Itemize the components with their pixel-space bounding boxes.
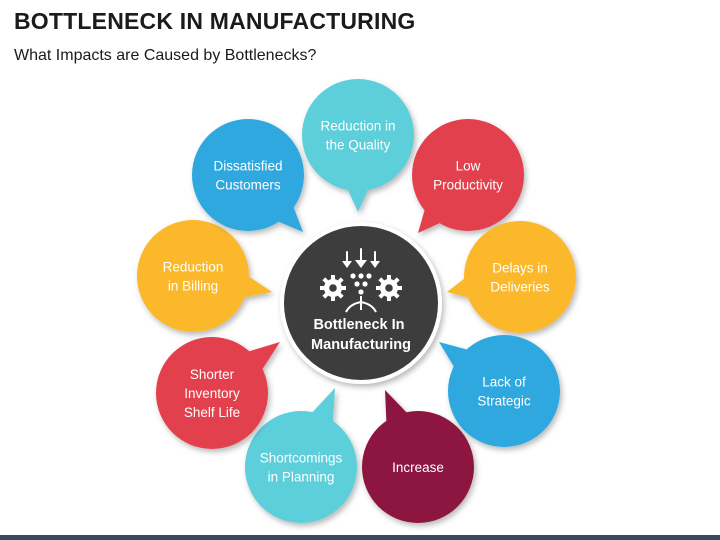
bubble-label-line: in Planning [268, 470, 335, 485]
center-node: Bottleneck In Manufacturing [280, 222, 442, 384]
center-label-line: Manufacturing [311, 337, 411, 353]
bubble-label: Reduction in Billing [163, 260, 224, 294]
bubble-label-line: the Quality [326, 138, 391, 153]
page-subtitle: What Impacts are Caused by Bottlenecks? [14, 47, 317, 64]
bubble-label-line: in Billing [168, 279, 218, 294]
bubble-label-line: Shelf Life [184, 405, 240, 420]
bubble-lack-of-strategic [439, 335, 560, 447]
center-label: Bottleneck In Manufacturing [311, 317, 411, 353]
bubble-label-line: Lack of [482, 375, 526, 390]
bubble-reduction-in-quality [302, 79, 414, 212]
bubble-label-line: Increase [392, 460, 444, 475]
bubble-shorter-inventory-shelf-life [156, 337, 280, 449]
bubble-circle [464, 221, 576, 333]
bubble-label-line: Low [456, 159, 481, 174]
bubble-label: Increase [392, 460, 444, 475]
bubble-label-line: Shorter [190, 367, 235, 382]
bubble-low-productivity [412, 119, 524, 233]
bubble-label-line: Customers [215, 178, 281, 193]
bubble-reduction-in-billing [137, 220, 272, 332]
bubble-dissatisfied-customers [192, 119, 304, 232]
bubble-label-line: Productivity [433, 178, 503, 193]
bubble-circle [362, 411, 474, 523]
bubble-circle [302, 79, 414, 191]
bottom-bar [0, 535, 720, 540]
bubble-label: Reduction in the Quality [320, 119, 395, 153]
bubble-label: Delays in Deliveries [490, 261, 550, 295]
bubble-increase [362, 390, 474, 523]
bubble-circle [156, 337, 268, 449]
bubble-label: Shortcomings in Planning [260, 451, 343, 485]
bubble-circle [137, 220, 249, 332]
bubble-label: Lack of Strategic [477, 375, 531, 409]
bubble-circle [192, 119, 304, 231]
bubble-label-line: Strategic [477, 394, 531, 409]
bubble-label-line: Delays in [492, 261, 548, 276]
bubble-label-line: Reduction [163, 260, 224, 275]
bubble-circle [448, 335, 560, 447]
bubble-label-line: Dissatisfied [213, 159, 282, 174]
bubble-delays-in-deliveries [447, 221, 576, 333]
bubble-label-line: Reduction in [320, 119, 395, 134]
bubble-label-line: Shortcomings [260, 451, 343, 466]
center-label-line: Bottleneck In [313, 317, 404, 333]
bubble-label-line: Inventory [184, 386, 240, 401]
bubble-shortcomings-in-planning [245, 388, 357, 523]
bubble-label-line: Deliveries [490, 280, 550, 295]
bubble-circle [245, 411, 357, 523]
bubble-circle [412, 119, 524, 231]
page-title: BOTTLENECK IN MANUFACTURING [14, 8, 416, 34]
bubble-tail [238, 342, 280, 379]
bottleneck-gears-icon [320, 248, 402, 313]
